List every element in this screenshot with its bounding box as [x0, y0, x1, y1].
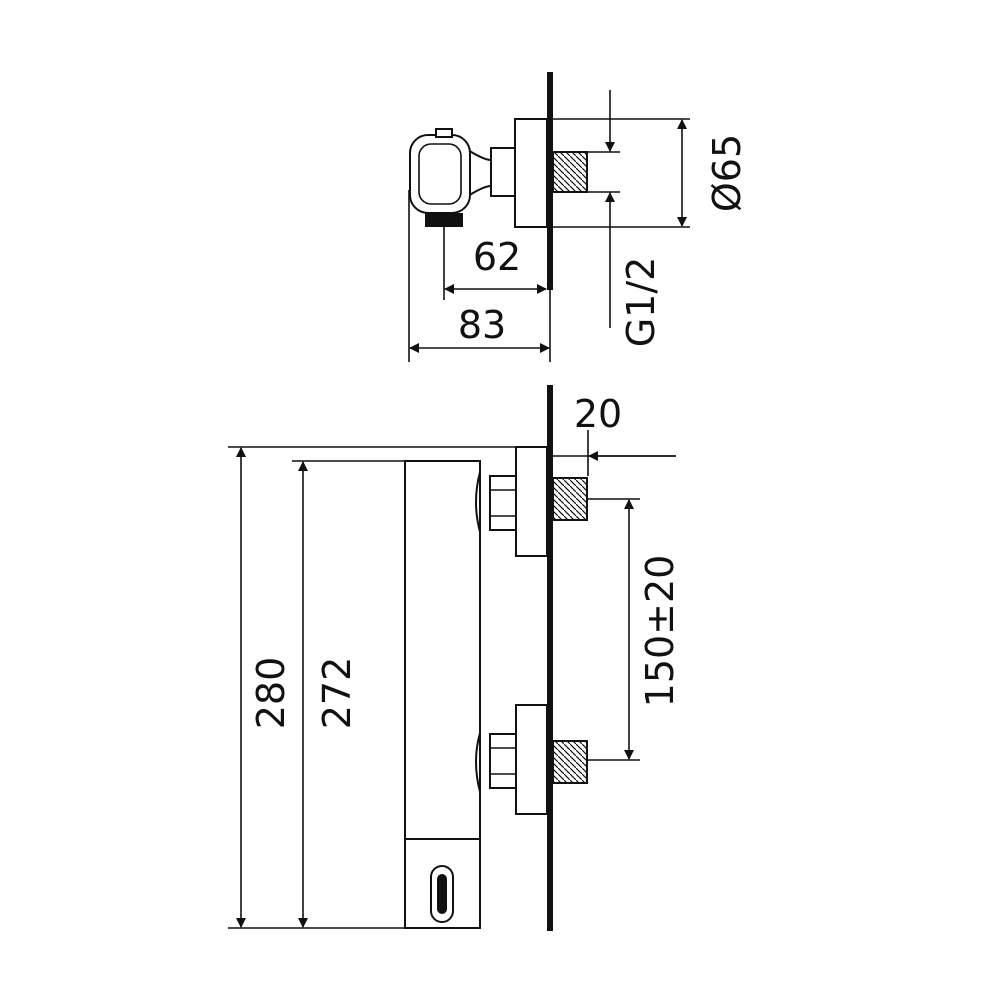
front-wall-line — [547, 385, 553, 931]
label-thread: G1/2 — [619, 257, 663, 348]
label-height-total: 280 — [249, 657, 293, 730]
side-knob-cap — [435, 128, 453, 138]
side-nut — [490, 147, 516, 197]
front-view: 280 272 20 150±20 — [228, 385, 682, 931]
side-knob-inner — [418, 143, 462, 205]
side-threaded-pipe — [552, 151, 588, 193]
label-diameter: Ø65 — [705, 134, 749, 212]
side-wall-line — [547, 72, 553, 290]
side-outlet — [425, 213, 463, 227]
lower-neck — [475, 732, 481, 793]
label-depth-inner: 62 — [473, 235, 521, 279]
outlet-slot-inner — [437, 874, 447, 914]
lower-nut — [489, 733, 517, 789]
upper-threaded-pipe — [552, 477, 588, 521]
upper-nut — [489, 475, 517, 531]
side-view: Ø65 G1/2 62 83 — [408, 72, 749, 362]
side-neck — [467, 149, 492, 197]
side-flange — [514, 118, 548, 228]
label-height-body: 272 — [315, 657, 359, 730]
label-inlet-spacing: 150±20 — [638, 555, 682, 708]
label-depth-outer: 83 — [458, 303, 506, 347]
upper-flange — [515, 446, 548, 557]
lower-flange — [515, 704, 548, 815]
lower-threaded-pipe — [552, 740, 588, 784]
label-thread-length: 20 — [574, 392, 622, 436]
upper-neck — [475, 471, 481, 533]
mixer-body — [404, 460, 481, 840]
